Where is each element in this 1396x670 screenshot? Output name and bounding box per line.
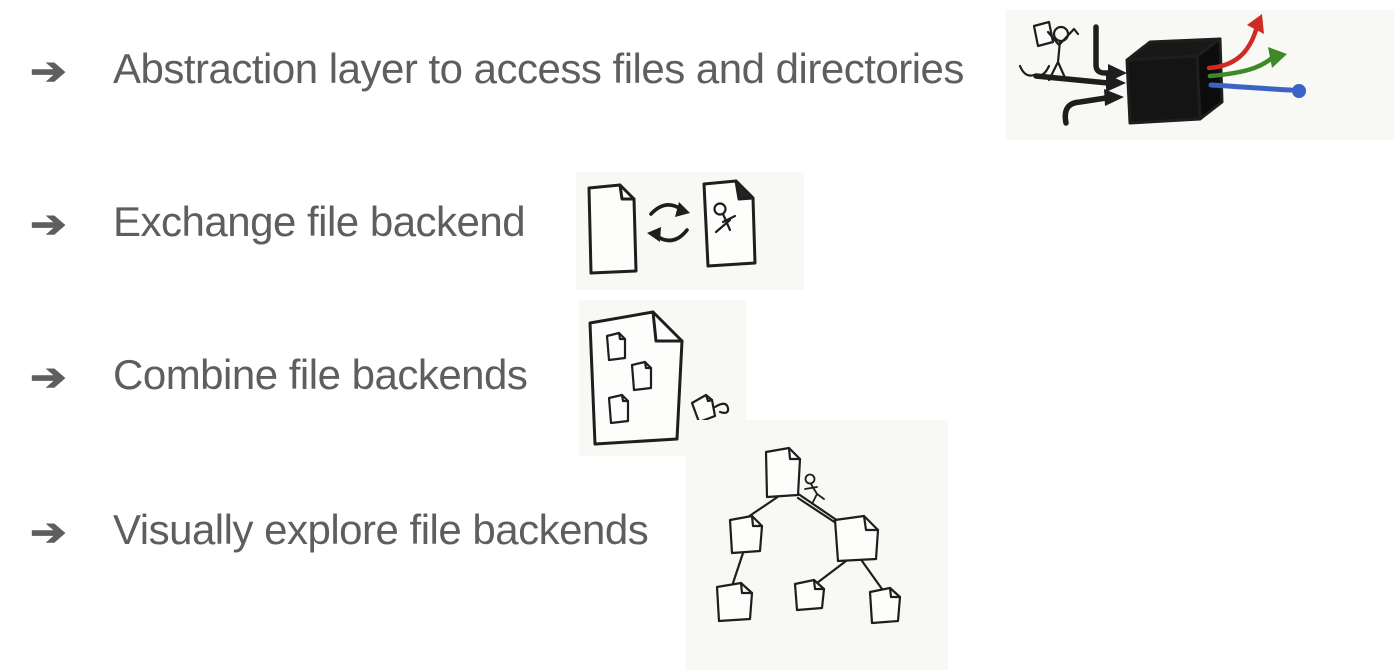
small-document-icon [607, 393, 630, 425]
small-document-icon [630, 360, 653, 392]
file-tree-sketch [686, 420, 948, 670]
black-box [1125, 37, 1224, 125]
red-arrow [1206, 14, 1264, 71]
list-item-combine: ➔ Combine file backends [30, 351, 528, 399]
attached-document-icon [690, 393, 730, 424]
arrow-bullet-icon: ➔ [30, 204, 67, 246]
blue-arrow [1208, 82, 1306, 98]
leaf-document-icon [793, 578, 826, 612]
list-item-explore: ➔ Visually explore file backends [30, 506, 649, 554]
right-document-icon [833, 514, 880, 563]
list-item-exchange: ➔ Exchange file backend [30, 198, 526, 246]
bullet-label: Exchange file backend [113, 198, 526, 245]
input-arrowheads [1104, 64, 1127, 106]
input-arrows [1033, 24, 1113, 126]
root-document-icon [764, 446, 802, 499]
green-arrow [1207, 47, 1287, 79]
two-files-sync-sketch [576, 172, 804, 290]
leaf-document-icon [868, 586, 902, 625]
left-document-icon [728, 514, 764, 555]
small-document-icon [605, 331, 627, 362]
bullet-label: Abstraction layer to access files and di… [113, 45, 964, 92]
file-containing-files-sketch [579, 300, 746, 456]
bullet-label: Visually explore file backends [113, 506, 649, 553]
arrow-bullet-icon: ➔ [30, 512, 67, 554]
sync-icon [647, 202, 690, 243]
tree-connectors [731, 489, 884, 591]
document-with-figure-icon [702, 179, 757, 268]
arrow-bullet-icon: ➔ [30, 51, 67, 93]
stick-figure-icon [1018, 20, 1080, 82]
user-blackbox-colored-outputs-sketch [1006, 10, 1394, 140]
bullet-label: Combine file backends [113, 351, 528, 398]
sliding-figure-icon [804, 473, 825, 503]
list-item-abstraction: ➔ Abstraction layer to access files and … [30, 45, 964, 93]
arrow-bullet-icon: ➔ [30, 357, 67, 399]
leaf-document-icon [715, 581, 754, 623]
document-icon [587, 183, 638, 275]
